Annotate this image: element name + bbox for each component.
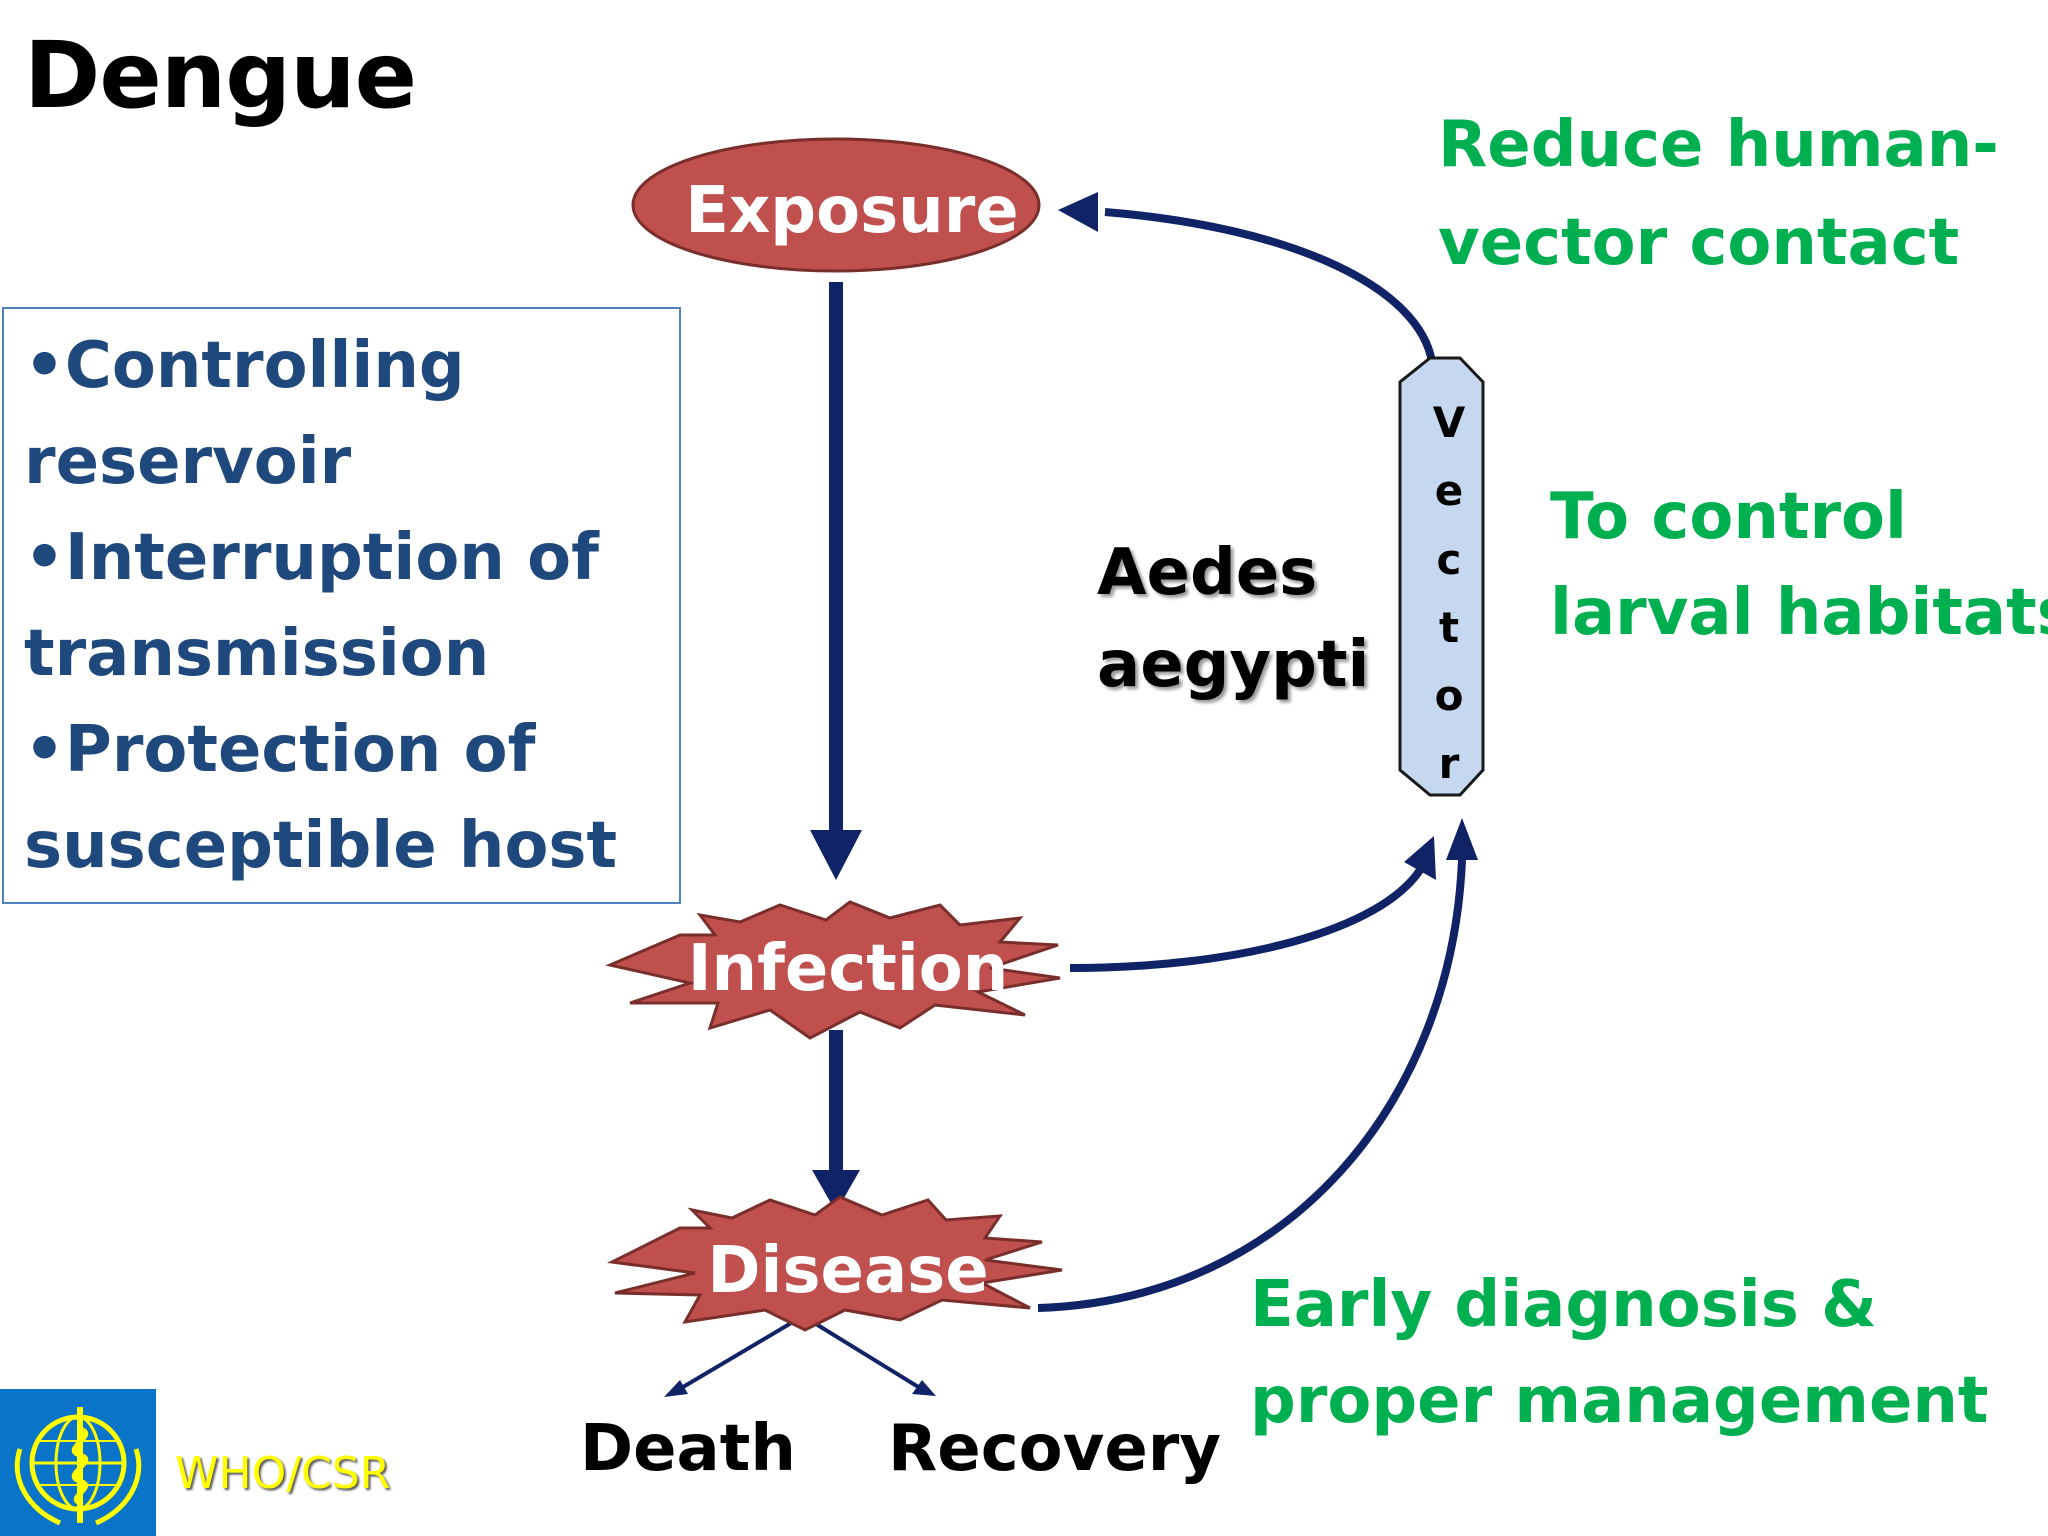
disease-to-death-arrowhead [664, 1380, 688, 1397]
bullet-line: •Protection of [24, 713, 536, 787]
early-diagnosis-line: Early diagnosis & [1250, 1268, 1877, 1342]
infection-to-vector-arrow [1069, 867, 1424, 972]
disease-to-recovery-arrow [801, 1314, 922, 1390]
disease-node [606, 1195, 1063, 1332]
reduce-contact-line: vector contact [1438, 206, 1960, 280]
who-emblem-icon [0, 1389, 156, 1536]
exposure-label: Exposure [685, 174, 1018, 248]
vector-letter: r [1439, 739, 1460, 788]
death-label: Death [580, 1412, 796, 1486]
bullet-box: •Controlling reservoir •Interruption of … [2, 307, 681, 904]
bullet-line: reservoir [24, 425, 352, 499]
disease-to-vector-arrow [1037, 859, 1466, 1312]
reduce-contact-line: Reduce human- [1438, 108, 1999, 182]
vector-letter: c [1437, 535, 1462, 584]
disease-label: Disease [707, 1234, 988, 1308]
vector-letter: o [1435, 671, 1464, 720]
bullet-line: transmission [24, 617, 490, 691]
infection-to-vector-arrowhead [1404, 836, 1436, 880]
bullet-line: susceptible host [24, 809, 618, 883]
species-genus: Aedes [1097, 536, 1318, 610]
disease-to-death-arrow [676, 1314, 805, 1392]
recovery-label: Recovery [888, 1412, 1221, 1486]
footer-credit: WHO/CSR [175, 1448, 391, 1499]
early-diagnosis-line: proper management [1250, 1364, 1989, 1438]
infection-node [605, 900, 1061, 1040]
vector-letter: V [1433, 398, 1466, 447]
control-larval-line: To control [1550, 480, 1907, 554]
vector-to-exposure-arrowhead [1058, 192, 1098, 232]
vector-to-exposure-arrow [1104, 208, 1436, 363]
infection-to-disease-arrowhead [812, 1170, 860, 1212]
control-larval-line: larval habitats [1550, 576, 2048, 650]
vector-box [1398, 356, 1485, 797]
vector-letter: t [1439, 603, 1459, 652]
exposure-to-infection-arrowhead [810, 830, 862, 880]
exposure-node [631, 137, 1041, 273]
bullet-line: •Interruption of [24, 521, 599, 595]
infection-label: Infection [688, 932, 1009, 1006]
vector-letter: e [1435, 466, 1464, 515]
disease-to-vector-arrowhead [1446, 818, 1478, 860]
bullet-line: •Controlling [24, 329, 465, 403]
slide-title: Dengue [24, 22, 417, 129]
disease-to-recovery-arrowhead [912, 1380, 936, 1396]
species-name: aegypti [1097, 628, 1370, 702]
